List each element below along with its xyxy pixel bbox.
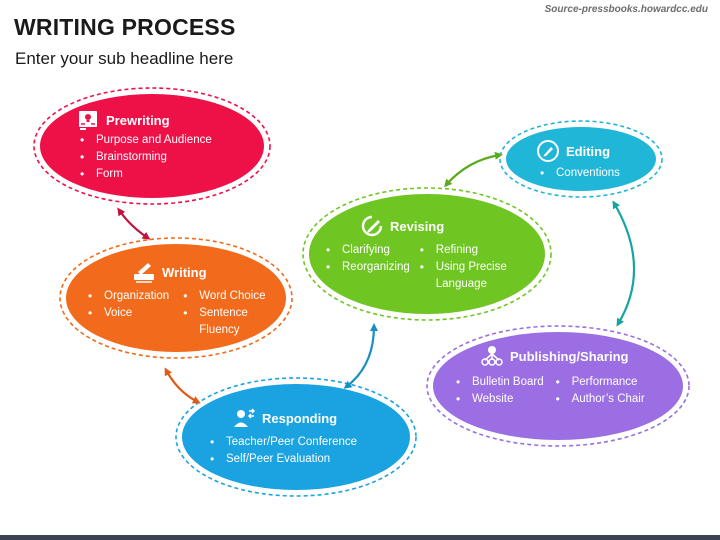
arrow-writing-responding — [164, 367, 201, 404]
list-item: Voice — [84, 305, 169, 322]
responding-title: Responding — [262, 410, 338, 426]
list-item: Bulletin Board — [452, 374, 544, 391]
list-item: Purpose and Audience — [76, 132, 212, 149]
source-credit: Source-pressbooks.howardcc.edu — [544, 4, 708, 15]
prewriting-title: Prewriting — [106, 112, 170, 128]
writing-title: Writing — [162, 264, 207, 280]
revising-title: Revising — [390, 218, 445, 234]
publishing-title: Publishing/Sharing — [510, 348, 629, 364]
list-item: Self/Peer Evaluation — [206, 451, 357, 468]
person-exchange-icon — [232, 406, 256, 430]
bottom-bar — [0, 535, 720, 540]
hand-writing-icon — [132, 260, 156, 284]
page-title: WRITING PROCESS — [14, 14, 236, 40]
list-item: Organization — [84, 288, 169, 305]
list-item: Sentence Fluency — [179, 305, 269, 339]
node-responding: Responding Teacher/Peer Conference Self/… — [206, 406, 357, 468]
editing-title: Editing — [566, 143, 611, 159]
list-item: Reorganizing — [322, 259, 410, 276]
arrow-prewriting-writing — [117, 207, 151, 240]
node-prewriting: Prewriting Purpose and Audience Brainsto… — [76, 108, 212, 183]
node-editing: Editing Conventions — [536, 139, 620, 182]
list-item: Word Choice — [179, 288, 269, 305]
list-item: Conventions — [536, 165, 620, 182]
share-network-icon — [480, 344, 504, 368]
list-item: Brainstorming — [76, 149, 212, 166]
pencil-circle-icon — [536, 139, 560, 163]
arrow-editing-publishing — [612, 200, 636, 327]
list-item: Author’s Chair — [552, 391, 648, 408]
idea-board-icon — [76, 108, 100, 132]
list-item: Form — [76, 166, 212, 183]
list-item: Performance — [552, 374, 648, 391]
list-item: Refining — [416, 242, 508, 259]
list-item: Website — [452, 391, 544, 408]
arrow-revising-editing — [444, 151, 503, 188]
list-item: Using Precise Language — [416, 259, 508, 293]
node-publishing: Publishing/Sharing Bulletin Board Websit… — [452, 344, 648, 408]
list-item: Clarifying — [322, 242, 410, 259]
sub-headline: Enter your sub headline here — [15, 49, 234, 68]
refresh-pencil-icon — [360, 214, 384, 238]
node-revising: Revising Clarifying Reorganizing Refinin… — [322, 214, 508, 293]
node-writing: Writing Organization Voice Word Choice S… — [84, 260, 269, 339]
arrow-responding-revising — [343, 323, 378, 389]
list-item: Teacher/Peer Conference — [206, 434, 357, 451]
